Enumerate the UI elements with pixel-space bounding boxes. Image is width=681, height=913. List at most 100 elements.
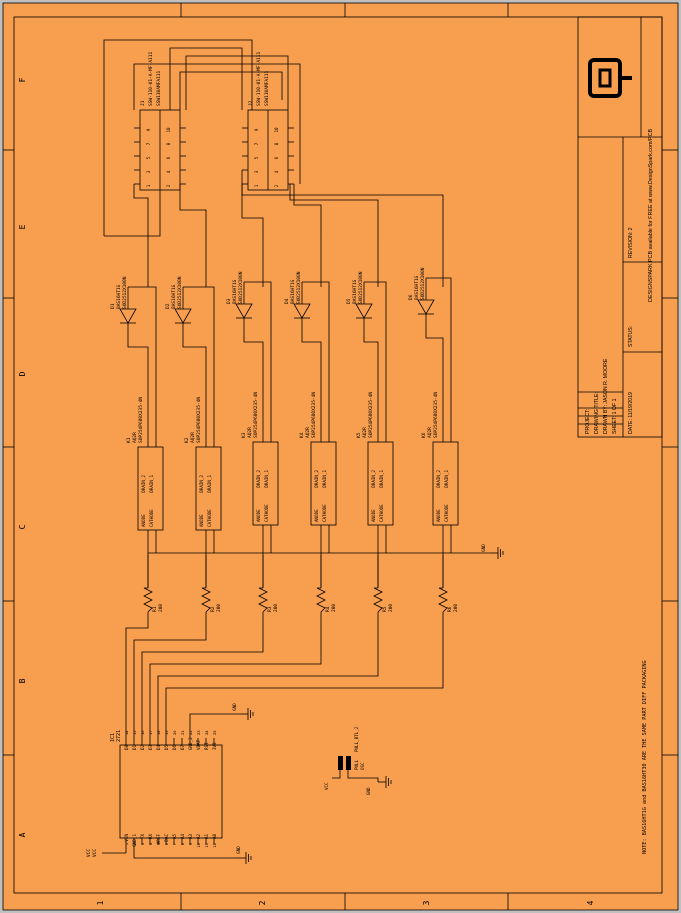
wire [127, 341, 149, 447]
wire [165, 620, 444, 738]
header-pin-even: 6 [166, 156, 171, 159]
title-drawing-title: DRAWING TITLE: [594, 392, 600, 434]
ic1-pin-num-8: 9 [188, 842, 193, 845]
resistor-zigzag [373, 587, 383, 613]
wire [169, 47, 243, 110]
title-drawn-by: DRAWN BY: JASON R. MOORE [603, 358, 609, 434]
ic1-pin-num-5: 6 [164, 842, 169, 845]
ic1-pin-num-9: 10 [196, 842, 201, 847]
opto-anode: ANODE [256, 509, 261, 522]
ic1-rpin-num-0: 14 [124, 730, 129, 735]
wire [183, 286, 215, 447]
ic1-pin-D8: D8 [124, 744, 129, 750]
opto-ref: K4 [299, 432, 305, 438]
opto-pkg: SOP254P680X235-4N [196, 397, 202, 443]
diode-ref: D5 [346, 298, 352, 304]
opto-cathode: CATHODE [379, 504, 384, 522]
opto-anode: ANODE [199, 514, 204, 527]
ic1-pin-num-2: 3 [140, 843, 145, 845]
header-pin-odd: 7 [254, 142, 259, 145]
wire [241, 170, 444, 236]
wire [241, 184, 264, 236]
ic1-ref: IC1 [110, 733, 116, 742]
header-pin-odd: 5 [254, 156, 259, 159]
gnd-label-opto: GND [481, 544, 486, 552]
opto-part: AQ2R [305, 427, 311, 438]
ic1-pin-num-0: 1 [124, 842, 129, 845]
opto-pkg: SOP254P680X235-4N [138, 397, 144, 443]
wire [141, 620, 264, 738]
opto-pkg: SOP254P680X235-4N [368, 392, 374, 438]
osc-label: OSC [360, 762, 365, 770]
ic1-rpin-num-11: 25 [212, 730, 217, 735]
header-pin-even: 4 [274, 170, 279, 173]
ground-ic1-left [238, 852, 252, 864]
opto-drain2: DRAIN_2 [256, 470, 261, 488]
header-pin-even: 6 [274, 156, 279, 159]
opto-drain1: DRAIN_1 [322, 470, 327, 488]
ic1-rpin-num-4: 18 [156, 730, 161, 735]
ic1-pin-num-7: 8 [180, 842, 185, 845]
wire [363, 336, 379, 442]
resistor-zigzag [316, 587, 326, 613]
diode-part: BAS16HT1G [232, 279, 238, 304]
diode-pkg: SOD2512X100N [177, 276, 183, 309]
resistor-zigzag [143, 587, 153, 613]
wire [104, 190, 161, 237]
diode-ref: D1 [110, 303, 116, 309]
opto-pkg: SOP254P680X235-4N [433, 392, 439, 438]
opto-part: AQ2R [247, 427, 253, 438]
ic1-rpin-num-3: 17 [148, 730, 153, 735]
resistor-ref: R2 [210, 606, 216, 612]
ic1-pin-A1: A1 [204, 834, 209, 840]
opto-body [310, 441, 337, 526]
ground-osc [378, 776, 392, 788]
osc-lead [332, 770, 341, 779]
opto-drain2: DRAIN_2 [141, 475, 146, 493]
header-pin-even: 8 [166, 142, 171, 145]
ic1-pin-RST: RST [204, 742, 209, 750]
wire [244, 281, 272, 442]
vcc-label-1: VCC [86, 849, 92, 857]
wire [133, 184, 149, 236]
opto-anode: ANODE [314, 509, 319, 522]
ground-ic1-right [240, 708, 254, 720]
header-pin-odd: 1 [254, 184, 259, 187]
diode-pkg: SOD2512X100N [420, 267, 426, 300]
ic1-pin-GND_1: GND_1 [132, 834, 137, 847]
opto-body [252, 441, 279, 526]
osc-pad-1 [338, 756, 343, 770]
wire [426, 277, 452, 442]
osc-vcc: VCC [324, 782, 329, 790]
opto-drain2: DRAIN_2 [436, 470, 441, 488]
title-status: STATUS: [628, 326, 634, 347]
header-pin-even: 2 [166, 184, 171, 187]
opto-cathode: CATHODE [264, 504, 269, 522]
gnd-label-ic1: GND [236, 846, 241, 854]
ic1-pin-A3: A3 [188, 834, 193, 840]
diode-pkg: SOD2512X100N [122, 276, 128, 309]
zone-row-2: 2 [258, 900, 267, 905]
opto-drain1: DRAIN_1 [207, 475, 212, 493]
wire [185, 55, 289, 110]
wire [133, 63, 301, 184]
opto-drain1: DRAIN_1 [149, 475, 154, 493]
header-pin-even: 4 [166, 170, 171, 173]
header-pin-even: 2 [274, 184, 279, 187]
wire [179, 184, 207, 236]
wire [157, 620, 379, 738]
header-pin-odd: 7 [146, 142, 151, 145]
opto-ref: K2 [184, 437, 190, 443]
resistor-value: 200 [273, 604, 279, 612]
ic1-pin-DAC: DAC [164, 834, 169, 842]
resistor-zigzag [438, 587, 448, 613]
